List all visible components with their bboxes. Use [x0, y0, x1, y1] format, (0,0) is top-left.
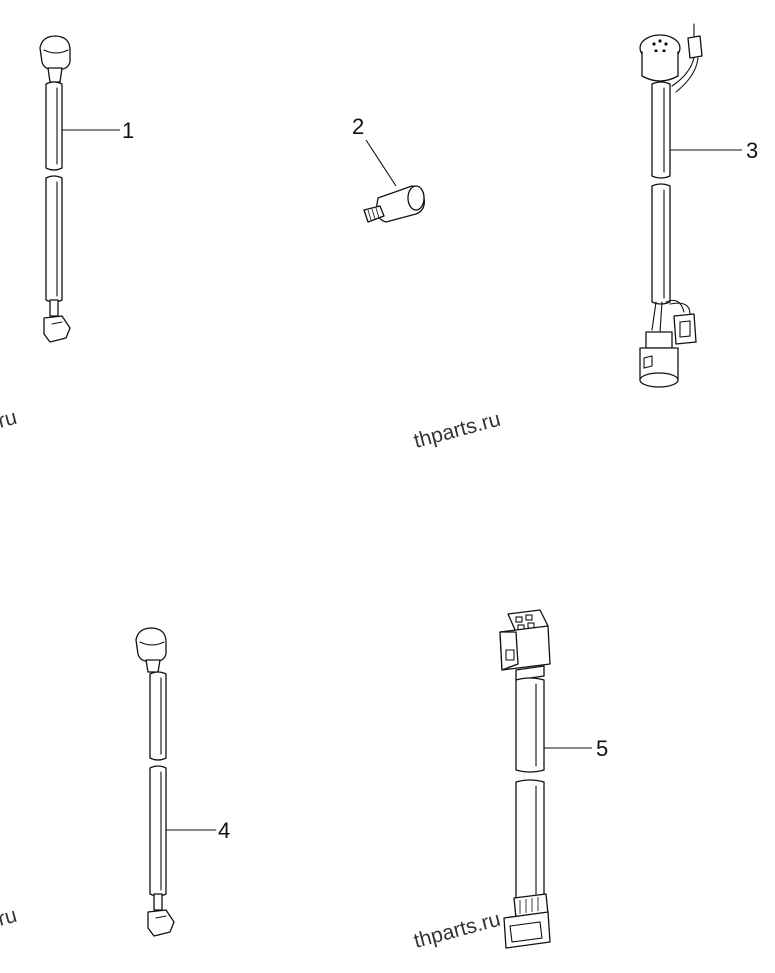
- part-1-lead-wire[interactable]: [39, 35, 71, 343]
- callout-4: 4: [218, 818, 230, 843]
- leader-line-2: [365, 139, 397, 187]
- watermark-bottom-middle: thparts.ru: [411, 908, 503, 953]
- part-3-harness-assembly[interactable]: [639, 23, 703, 388]
- callout-1: 1: [122, 118, 134, 143]
- callout-2: 2: [352, 114, 364, 139]
- part-4-lead-wire[interactable]: [135, 627, 175, 937]
- watermark-top-middle: thparts.ru: [411, 408, 503, 453]
- part-5-connector-harness[interactable]: [499, 609, 551, 949]
- callout-5: 5: [596, 736, 608, 761]
- watermark-top-left: ru: [0, 406, 19, 433]
- part-2-spacer[interactable]: [363, 185, 425, 223]
- callout-3: 3: [746, 138, 758, 163]
- watermark-bottom-left: ru: [0, 904, 19, 931]
